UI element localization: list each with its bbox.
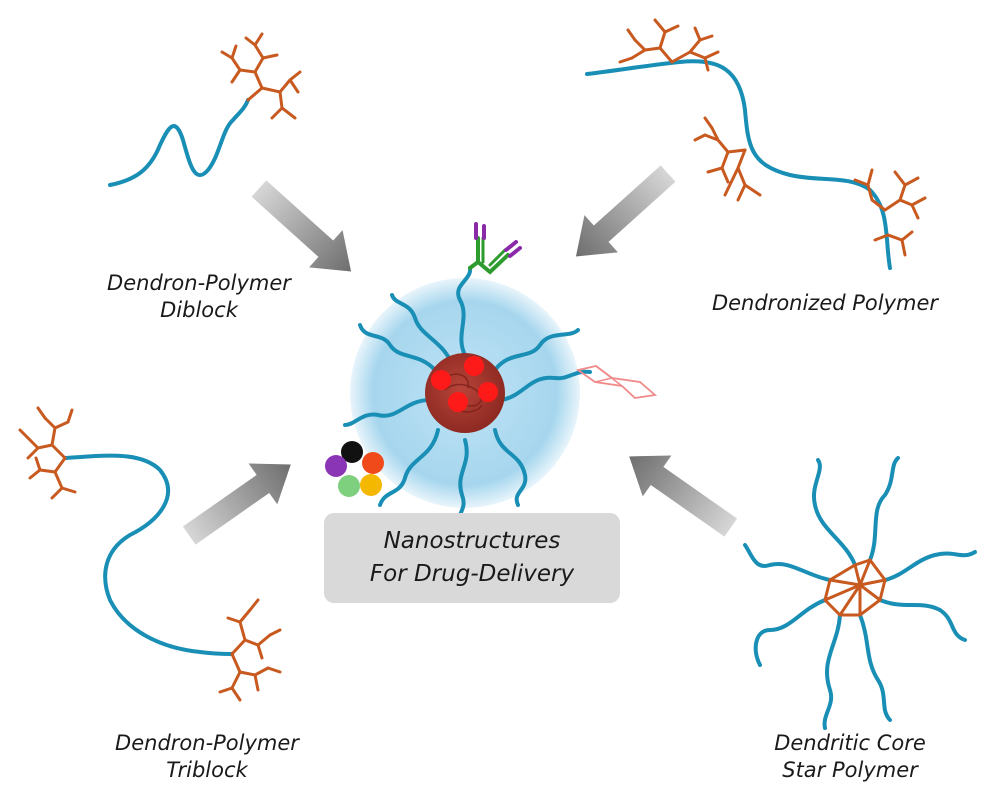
antibody-icon (468, 222, 522, 275)
dendronized-illustration (585, 18, 927, 270)
arrow-top-left (251, 180, 352, 272)
micelle (325, 222, 658, 530)
triblock-chain (63, 453, 234, 656)
star-polymer-illustration (743, 456, 977, 730)
arrow-bottom-right (629, 455, 738, 537)
label-diblock-line-2: Diblock (160, 298, 238, 322)
center-label-line-2: For Drug-Delivery (369, 561, 575, 587)
cargo-dots-icon (325, 441, 384, 497)
arrow-top-right (575, 165, 676, 257)
diblock-chain (108, 98, 250, 187)
label-dendronized-line-1: Dendronized Polymer (711, 291, 939, 315)
label-triblock-line-1: Dendron-Polymer (115, 731, 299, 755)
label-star-line-2: Star Polymer (782, 758, 918, 782)
label-diblock-line-1: Dendron-Polymer (107, 271, 291, 295)
label-star-line-1: Dendritic Core (774, 731, 926, 755)
diblock-illustration (108, 32, 302, 187)
drug-particles (431, 356, 498, 412)
center-label-line-1: Nanostructures (383, 528, 561, 554)
label-dendron-polymer-diblock: Dendron-Polymer Diblock (84, 270, 314, 324)
center-label-box: Nanostructures For Drug-Delivery (324, 513, 620, 603)
ligand-ring-icon (575, 365, 658, 399)
label-triblock-line-2: Triblock (166, 758, 248, 782)
label-dendritic-core-star-polymer: Dendritic Core Star Polymer (740, 730, 960, 784)
diblock-dendron (220, 32, 302, 120)
arrow-bottom-left (182, 463, 291, 545)
triblock-illustration (18, 406, 282, 702)
label-dendron-polymer-triblock: Dendron-Polymer Triblock (92, 730, 322, 784)
label-dendronized-polymer: Dendronized Polymer (690, 290, 960, 317)
